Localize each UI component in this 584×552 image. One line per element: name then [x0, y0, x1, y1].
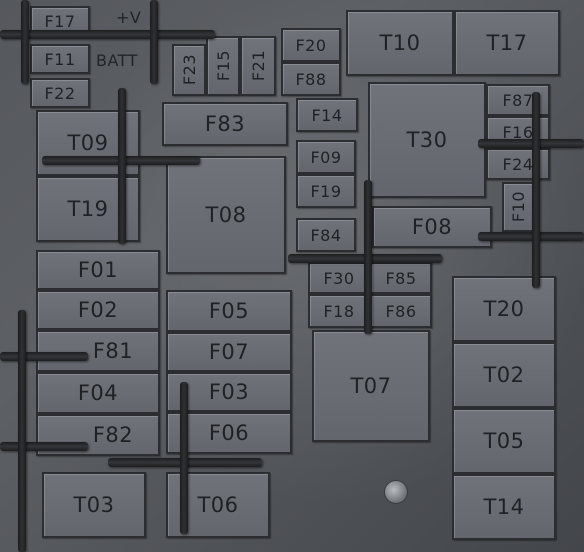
- fuse-F05: F05: [166, 290, 292, 332]
- fuse-T03: T03: [42, 472, 146, 538]
- fuse-F09: F09: [296, 140, 356, 174]
- clamp-bar: [150, 0, 158, 84]
- fuse-F21: F21: [240, 36, 276, 96]
- fuse-F02: F02: [36, 290, 160, 330]
- clamp-bar: [21, 0, 29, 84]
- fuse-F19: F19: [296, 174, 356, 208]
- fuse-F08: F08: [372, 206, 492, 248]
- fuse-F22: F22: [30, 78, 90, 108]
- clamp-bar: [532, 92, 540, 288]
- fuse-F24: F24: [486, 148, 550, 180]
- batt-plus-label: +V: [116, 8, 142, 27]
- fuse-F87: F87: [486, 84, 550, 116]
- clamp-bar: [0, 352, 88, 361]
- fuse-F23: F23: [172, 44, 206, 96]
- fuse-F30: F30: [308, 262, 370, 294]
- fuse-F86: F86: [370, 294, 432, 328]
- fuse-F20: F20: [281, 28, 341, 62]
- clamp-bar: [478, 232, 584, 241]
- batt-label: BATT: [96, 51, 138, 70]
- clamp-bar: [364, 180, 372, 334]
- fuse-F15: F15: [206, 36, 240, 96]
- clamp-bar: [478, 139, 584, 148]
- clamp-bar: [18, 310, 26, 552]
- fuse-F01: F01: [36, 250, 160, 290]
- clamp-bar: [180, 382, 188, 534]
- fuse-F11: F11: [30, 44, 90, 74]
- fuse-T05: T05: [452, 408, 556, 474]
- fuse-F07: F07: [166, 332, 292, 372]
- fuse-F18: F18: [308, 294, 370, 328]
- clamp-bar: [0, 30, 215, 39]
- fuse-F81: F81: [36, 330, 160, 372]
- clamp-bar: [0, 442, 88, 451]
- fuse-F84: F84: [296, 218, 356, 252]
- fuse-T14: T14: [452, 474, 556, 540]
- fuse-F04: F04: [36, 372, 160, 414]
- fuse-T30: T30: [368, 82, 486, 198]
- fuse-F88: F88: [281, 62, 341, 96]
- mounting-screw: [384, 480, 408, 504]
- fuse-F83: F83: [162, 102, 288, 146]
- fuse-F85: F85: [370, 262, 432, 294]
- fuse-F14: F14: [296, 98, 358, 132]
- fuse-T02: T02: [452, 342, 556, 408]
- fuse-F10: F10: [502, 182, 534, 232]
- fuse-T10: T10: [346, 10, 454, 76]
- fuse-T07: T07: [312, 330, 430, 442]
- clamp-bar: [118, 88, 126, 244]
- fuse-T08: T08: [166, 156, 286, 274]
- fuse-T20: T20: [452, 276, 556, 342]
- fuse-T17: T17: [454, 10, 560, 76]
